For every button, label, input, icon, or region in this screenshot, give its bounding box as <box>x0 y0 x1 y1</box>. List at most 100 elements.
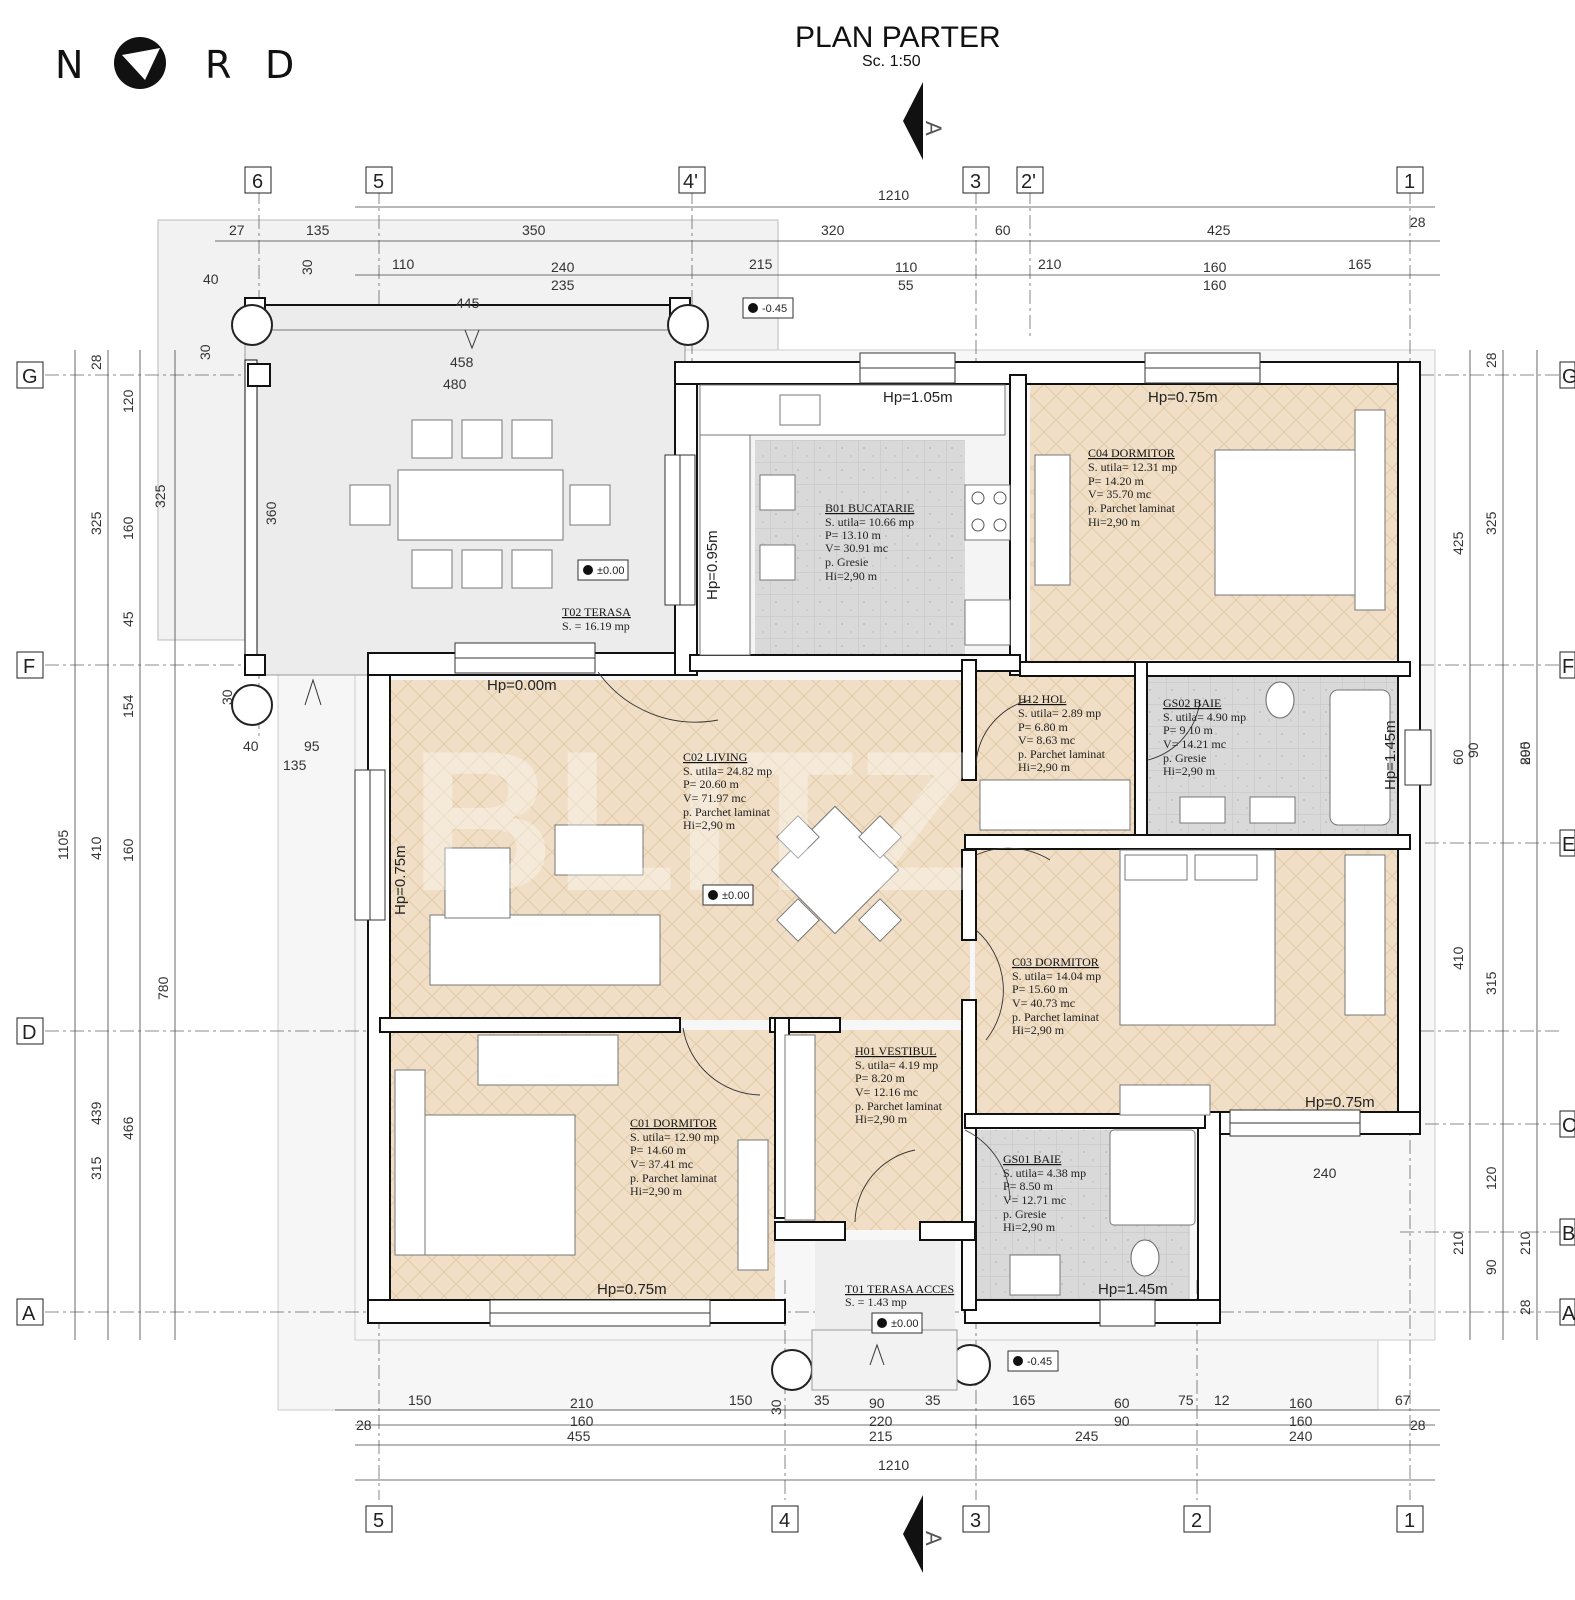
axis-right-b: B <box>1562 1223 1575 1245</box>
dim: 315 <box>88 1156 104 1180</box>
dim: 235 <box>551 277 575 293</box>
window-heights: Hp=0.00m Hp=1.05m Hp=0.75m Hp=0.75m Hp=0… <box>392 389 1399 1298</box>
axis-bottom-2: 2 <box>1191 1510 1202 1532</box>
section-label-top: A <box>921 121 946 136</box>
dim: 215 <box>749 256 773 272</box>
room-line: p. Parchet laminat <box>855 1099 943 1113</box>
dim: 240 <box>1313 1165 1337 1181</box>
dim: 35 <box>814 1392 830 1408</box>
room-line: V= 12.71 mc <box>1003 1193 1066 1207</box>
room-line: P= 14.20 m <box>1088 474 1144 488</box>
room-line: p. Gresie <box>825 555 868 569</box>
dim: 150 <box>408 1392 432 1408</box>
dim: 55 <box>898 277 914 293</box>
dim: 40 <box>203 271 219 287</box>
level-entry: ±0.00 <box>891 1318 918 1330</box>
level-terrace: ±0.00 <box>597 565 624 577</box>
north-letter-r: R <box>205 43 231 87</box>
axis-bottom-3: 3 <box>970 1510 981 1532</box>
dim: 154 <box>120 694 136 718</box>
dimension-lines <box>74 206 1538 1481</box>
dim: 28 <box>1410 214 1426 230</box>
dim: 220 <box>869 1413 893 1429</box>
hp-bath1-window: Hp=1.45m <box>1098 1281 1168 1298</box>
axis-top-2p: 2' <box>1021 171 1036 193</box>
room-name: T02 TERASA <box>562 605 631 619</box>
room-name: C01 DORMITOR <box>630 1116 717 1130</box>
dim: 95 <box>304 738 320 754</box>
dim: 12 <box>1214 1392 1230 1408</box>
dim: 1210 <box>878 1457 909 1473</box>
section-arrow-bottom <box>903 1495 923 1573</box>
dim: 45 <box>120 611 136 627</box>
level-markers: ±0.00 ±0.00 ±0.00 -0.45 -0.45 <box>577 297 1059 1372</box>
tree-symbols <box>231 304 991 1391</box>
dimension-text-top: 1210 27 135 350 320 60 425 28 110 240 21… <box>229 187 1426 293</box>
axis-top-4p: 4' <box>683 171 698 193</box>
room-name: GS02 BAIE <box>1163 696 1221 710</box>
dim: 28 <box>1483 352 1499 368</box>
axis-left-a: A <box>22 1303 36 1325</box>
dimension-text-left: 1105 325 410 780 315 28 120 160 45 154 1… <box>55 354 171 1180</box>
dim: 455 <box>567 1428 591 1444</box>
dim: 445 <box>456 295 480 311</box>
room-line: Hi=2,90 m <box>1012 1023 1065 1037</box>
dim: 60 <box>995 222 1011 238</box>
room-line: S. = 1.43 mp <box>845 1295 907 1309</box>
dim: 27 <box>229 222 245 238</box>
dim: 28 <box>1410 1417 1426 1433</box>
axis-right-c: C <box>1562 1115 1575 1137</box>
section-markers: A A <box>903 82 946 1573</box>
room-line: Hi=2,90 m <box>683 818 736 832</box>
dim: 325 <box>152 484 168 508</box>
compass-icon <box>122 48 160 80</box>
room-name: H12 HOL <box>1018 692 1066 706</box>
room-line: S. = 16.19 mp <box>562 619 630 633</box>
room-line: Hi=2,90 m <box>855 1112 908 1126</box>
level-outside-top: -0.45 <box>762 303 787 315</box>
axis-labels-right: G F E C B A <box>1559 361 1575 1326</box>
room-line: P= 13.10 m <box>825 528 881 542</box>
room-line: S. utila= 2.89 mp <box>1018 706 1101 720</box>
furniture <box>394 384 1391 1296</box>
room-line: p. Parchet laminat <box>1012 1010 1100 1024</box>
room-name: T01 TERASA ACCES <box>845 1282 954 1296</box>
dim: 1210 <box>878 187 909 203</box>
room-line: V= 14.21 mc <box>1163 737 1226 751</box>
dim: 165 <box>1348 256 1372 272</box>
room-line: P= 20.60 m <box>683 777 739 791</box>
room-line: S. utila= 24.82 mp <box>683 764 772 778</box>
dim: 200 <box>1517 741 1533 765</box>
dim: 320 <box>821 222 845 238</box>
dim: 215 <box>869 1428 893 1444</box>
room-line: Hi=2,90 m <box>1088 515 1141 529</box>
room-line: P= 8.50 m <box>1003 1179 1053 1193</box>
room-name: C02 LIVING <box>683 750 748 764</box>
dim: 480 <box>443 376 467 392</box>
section-arrow-top <box>903 82 923 160</box>
room-line: p. Gresie <box>1163 751 1206 765</box>
room-name: H01 VESTIBUL <box>855 1044 936 1058</box>
dim: 90 <box>869 1395 885 1411</box>
dim: 245 <box>1075 1428 1099 1444</box>
dim: 160 <box>1289 1413 1313 1429</box>
dim: 160 <box>120 516 136 540</box>
dim: 30 <box>197 344 213 360</box>
entry-steps <box>811 1329 958 1391</box>
dim: 425 <box>1450 531 1466 555</box>
north-letter-d: D <box>265 43 294 87</box>
dim: 895 <box>1517 741 1533 765</box>
axis-labels-top: 6 5 4' 3 2' 1 <box>244 166 1424 194</box>
dim: 439 <box>88 1101 104 1125</box>
level-outside-bottom: -0.45 <box>1027 1356 1052 1368</box>
north-arrow: N R D <box>55 37 294 89</box>
room-dormitor3: C03 DORMITOR S. utila= 14.04 mp P= 15.60… <box>1012 955 1101 1037</box>
dim: 30 <box>219 689 235 705</box>
room-vestibul: H01 VESTIBUL S. utila= 4.19 mp P= 8.20 m… <box>855 1044 943 1126</box>
room-line: S. utila= 4.19 mp <box>855 1058 938 1072</box>
room-line: S. utila= 12.90 mp <box>630 1130 719 1144</box>
room-line: V= 40.73 mc <box>1012 996 1075 1010</box>
room-name: C04 DORMITOR <box>1088 446 1175 460</box>
hp-living-side: Hp=0.75m <box>392 845 409 915</box>
room-living: C02 LIVING S. utila= 24.82 mp P= 20.60 m… <box>683 750 772 832</box>
